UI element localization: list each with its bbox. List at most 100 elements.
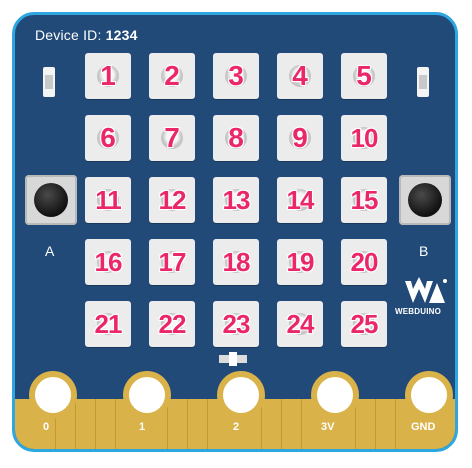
connector-strip: [261, 399, 272, 449]
cell-number: 8: [227, 121, 244, 154]
led-icon: [225, 313, 247, 335]
matrix-cell-11[interactable]: 11: [85, 177, 131, 223]
connector-strip: [115, 399, 126, 449]
cell-number: 7: [163, 121, 180, 154]
matrix-cell-14[interactable]: 14: [277, 177, 323, 223]
cell-number: 17: [158, 246, 187, 278]
led-icon: [161, 127, 183, 149]
cell-number: 6: [99, 121, 116, 154]
cell-number: 3: [227, 59, 244, 92]
led-icon: [225, 189, 247, 211]
matrix-cell-17[interactable]: 17: [149, 239, 195, 285]
connector-strip: [281, 399, 292, 449]
cell-number: 23: [222, 308, 251, 340]
pin-label-1: 1: [139, 421, 146, 433]
cell-number: 16: [94, 246, 123, 278]
button-b[interactable]: [399, 175, 451, 225]
pin-3v[interactable]: [311, 371, 359, 419]
cell-number: 19: [286, 246, 315, 278]
matrix-cell-15[interactable]: 15: [341, 177, 387, 223]
led-icon: [289, 251, 311, 273]
cell-number: 14: [286, 184, 315, 216]
matrix-cell-4[interactable]: 4: [277, 53, 323, 99]
pin-2[interactable]: [217, 371, 265, 419]
device-id-label: Device ID:: [35, 27, 102, 43]
left-status-led: [43, 67, 55, 97]
cell-number: 20: [350, 246, 379, 278]
webduino-logo-icon: [405, 277, 447, 303]
device-id-value: 1234: [105, 27, 138, 43]
matrix-cell-13[interactable]: 13: [213, 177, 259, 223]
led-icon: [289, 313, 311, 335]
cell-number: 15: [350, 184, 379, 216]
button-a[interactable]: [25, 175, 77, 225]
led-icon: [225, 251, 247, 273]
cell-number: 9: [291, 121, 308, 154]
led-matrix: 1 2 3 4 5 6 7 8 9 10 11 12 13 14 15 16 1…: [85, 53, 387, 353]
cell-number: 22: [158, 308, 187, 340]
pin-0[interactable]: [29, 371, 77, 419]
webduino-board: Device ID: 1234 1 2 3 4 5 6 7 8 9 10 11 …: [12, 12, 458, 452]
matrix-cell-12[interactable]: 12: [149, 177, 195, 223]
pin-gnd[interactable]: [405, 371, 453, 419]
webduino-brand-text: WEBDUINO: [395, 307, 442, 316]
cell-number: 13: [222, 184, 251, 216]
cell-number: 24: [286, 308, 315, 340]
matrix-cell-24[interactable]: 24: [277, 301, 323, 347]
connector-strip: [395, 399, 406, 449]
pin-1[interactable]: [123, 371, 171, 419]
led-icon: [161, 65, 183, 87]
matrix-cell-6[interactable]: 6: [85, 115, 131, 161]
connector-strip: [301, 399, 312, 449]
connector-strip: [95, 399, 106, 449]
matrix-cell-1[interactable]: 1: [85, 53, 131, 99]
matrix-cell-3[interactable]: 3: [213, 53, 259, 99]
led-icon: [161, 313, 183, 335]
led-icon: [97, 251, 119, 273]
connector-strip: [55, 399, 66, 449]
connector-strip: [375, 399, 386, 449]
led-icon: [353, 127, 375, 149]
matrix-cell-7[interactable]: 7: [149, 115, 195, 161]
matrix-cell-8[interactable]: 8: [213, 115, 259, 161]
cell-number: 4: [291, 59, 308, 92]
led-icon: [289, 127, 311, 149]
led-icon: [225, 127, 247, 149]
led-icon: [353, 65, 375, 87]
button-a-label: A: [45, 243, 55, 259]
power-switch[interactable]: [219, 352, 247, 366]
led-icon: [225, 65, 247, 87]
pin-label-0: 0: [43, 421, 50, 433]
matrix-cell-25[interactable]: 25: [341, 301, 387, 347]
matrix-cell-21[interactable]: 21: [85, 301, 131, 347]
matrix-cell-5[interactable]: 5: [341, 53, 387, 99]
led-icon: [97, 65, 119, 87]
matrix-cell-10[interactable]: 10: [341, 115, 387, 161]
right-status-led: [417, 67, 429, 97]
cell-number: 25: [350, 308, 379, 340]
matrix-cell-9[interactable]: 9: [277, 115, 323, 161]
matrix-cell-2[interactable]: 2: [149, 53, 195, 99]
matrix-cell-19[interactable]: 19: [277, 239, 323, 285]
matrix-cell-22[interactable]: 22: [149, 301, 195, 347]
connector-strip: [355, 399, 366, 449]
led-icon: [289, 65, 311, 87]
cell-number: 10: [350, 122, 379, 154]
cell-number: 21: [94, 308, 123, 340]
led-icon: [161, 251, 183, 273]
led-icon: [353, 251, 375, 273]
matrix-cell-18[interactable]: 18: [213, 239, 259, 285]
led-icon: [161, 189, 183, 211]
cell-number: 18: [222, 246, 251, 278]
matrix-cell-23[interactable]: 23: [213, 301, 259, 347]
cell-number: 12: [158, 184, 187, 216]
cell-number: 11: [95, 184, 123, 216]
matrix-cell-20[interactable]: 20: [341, 239, 387, 285]
pin-label-gnd: GND: [411, 421, 436, 433]
led-icon: [353, 313, 375, 335]
matrix-cell-16[interactable]: 16: [85, 239, 131, 285]
connector-strip: [187, 399, 198, 449]
led-icon: [97, 189, 119, 211]
led-icon: [97, 127, 119, 149]
cell-number: 2: [163, 59, 180, 92]
